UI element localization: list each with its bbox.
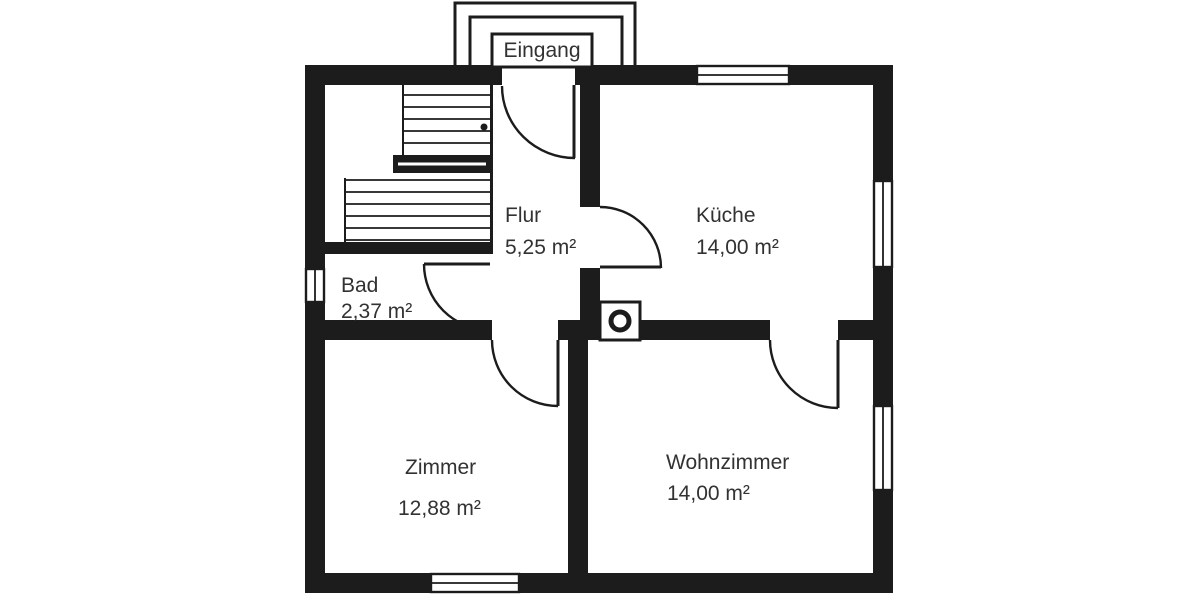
outer-wall-top-left (305, 65, 502, 85)
window-left-bad (304, 267, 326, 304)
outer-wall-right-lower (873, 490, 893, 593)
doors (422, 85, 840, 410)
room-label-eingang: Eingang (503, 39, 580, 62)
vestibule-step-inner (468, 15, 624, 65)
window-right-kueche (872, 179, 894, 269)
door-entrance (500, 85, 576, 160)
room-label-zimmer: Zimmer (405, 456, 476, 479)
window-right-wohnzimmer (872, 404, 894, 492)
outer-wall-left-upper (305, 65, 325, 269)
staircase-treads-lower (345, 179, 490, 241)
room-label-wohnzimmer: Wohnzimmer (666, 451, 789, 474)
vestibule-step-outer (453, 1, 637, 65)
wall-mid-bad (322, 320, 492, 340)
outer-wall-left-lower (305, 302, 325, 593)
outer-wall-right-mid (873, 267, 893, 406)
wall-mid-center (558, 320, 770, 340)
staircase (344, 85, 490, 242)
outer-wall-bottom-right (519, 573, 893, 593)
windows (304, 64, 894, 594)
door-wohnzimmer (768, 339, 840, 410)
outer-wall-top-mid (575, 65, 697, 85)
window-bottom-zimmer (429, 572, 521, 594)
room-label-bad: Bad (341, 274, 378, 297)
outer-wall-bottom-left (305, 573, 431, 593)
room-area-wohnzimmer: 14,00 m² (667, 482, 750, 505)
room-area-kueche: 14,00 m² (696, 236, 779, 259)
eingang-label-box (490, 32, 594, 69)
room-label-kueche: Küche (696, 204, 756, 227)
door-bad (422, 262, 491, 332)
door-zimmer (490, 339, 560, 408)
wall-stairs-divider (490, 85, 493, 254)
room-area-bad: 2,37 m² (341, 300, 412, 323)
outer-wall-top-right (789, 65, 893, 85)
wall-flur-kueche-upper (580, 85, 600, 207)
door-kueche (599, 205, 663, 269)
room-label-flur: Flur (505, 204, 541, 227)
room-area-zimmer: 12,88 m² (398, 497, 481, 520)
chimney (598, 300, 642, 342)
wall-stairs-bottom (322, 242, 493, 254)
outer-wall-right-upper (873, 65, 893, 181)
staircase-treads-upper (403, 94, 490, 144)
chimney-flue-icon (608, 309, 632, 333)
staircase-newel-dot (480, 123, 488, 131)
room-area-flur: 5,25 m² (505, 236, 576, 259)
window-top-kueche (695, 64, 791, 86)
entrance-vestibule (453, 1, 637, 69)
room-labels: Eingang Flur 5,25 m² Küche 14,00 m² Bad … (341, 39, 789, 520)
staircase-handrail (393, 155, 490, 173)
wall-mid-right (838, 320, 873, 340)
wall-zimmer-wohnzimmer (568, 340, 588, 573)
